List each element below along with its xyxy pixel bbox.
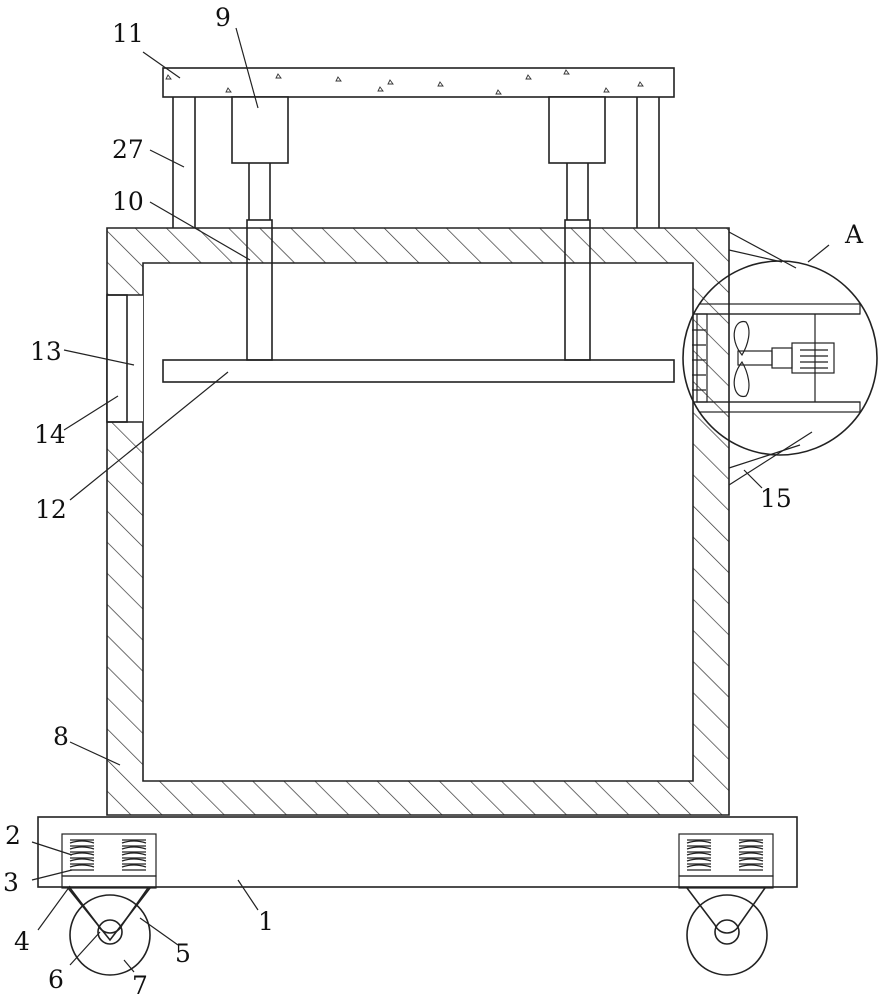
label-7: 7 <box>132 971 148 1000</box>
right-spring-assembly <box>679 834 773 975</box>
label-15: 15 <box>760 484 792 513</box>
top-plate <box>163 68 674 97</box>
label-A: A <box>844 220 864 249</box>
label-14: 14 <box>34 420 66 449</box>
label-12: 12 <box>35 495 67 524</box>
label-2: 2 <box>5 821 21 850</box>
label-9: 9 <box>215 3 231 32</box>
label-27: 27 <box>112 135 144 164</box>
label-3: 3 <box>3 868 19 897</box>
cylinders <box>232 97 605 220</box>
label-11: 11 <box>112 19 144 48</box>
label-8: 8 <box>53 722 69 751</box>
label-13: 13 <box>30 337 62 366</box>
side-window <box>107 295 143 422</box>
label-4: 4 <box>14 927 30 956</box>
press-plate <box>163 360 674 382</box>
label-1: 1 <box>258 907 274 936</box>
left-spring-assembly <box>62 834 156 975</box>
label-10: 10 <box>112 187 144 216</box>
label-6: 6 <box>48 965 64 994</box>
label-5: 5 <box>175 939 191 968</box>
box-walls <box>107 228 729 815</box>
